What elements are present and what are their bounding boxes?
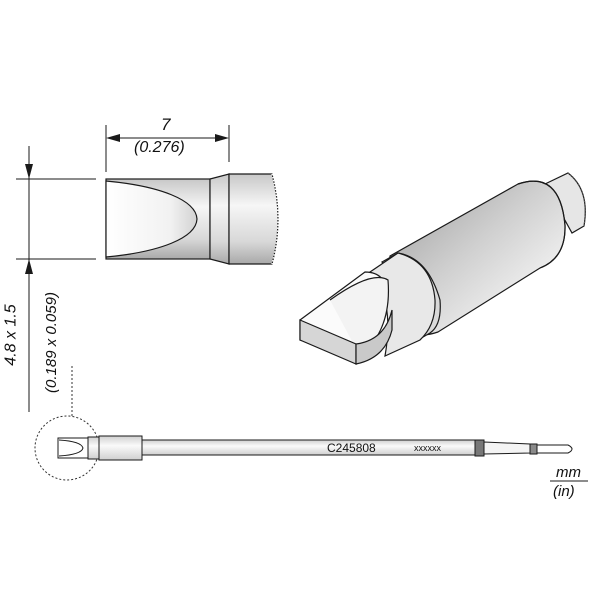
part-code: C245808	[327, 441, 376, 455]
length-dimension	[105, 125, 230, 172]
width-in-label: (0.189 x 0.059)	[42, 292, 60, 393]
units-mm: mm	[556, 464, 581, 481]
lot-code: xxxxxx	[414, 443, 441, 453]
width-mm-label: 4.8 x 1.5	[2, 304, 20, 366]
length-in-label: (0.276)	[134, 139, 185, 156]
length-mm-label: 7	[161, 115, 171, 134]
tip-isometric-view	[299, 172, 586, 365]
width-dimension	[16, 146, 96, 412]
tip-side-view	[105, 173, 279, 265]
tip-full-view	[57, 435, 573, 461]
units-in: (in)	[553, 483, 575, 500]
